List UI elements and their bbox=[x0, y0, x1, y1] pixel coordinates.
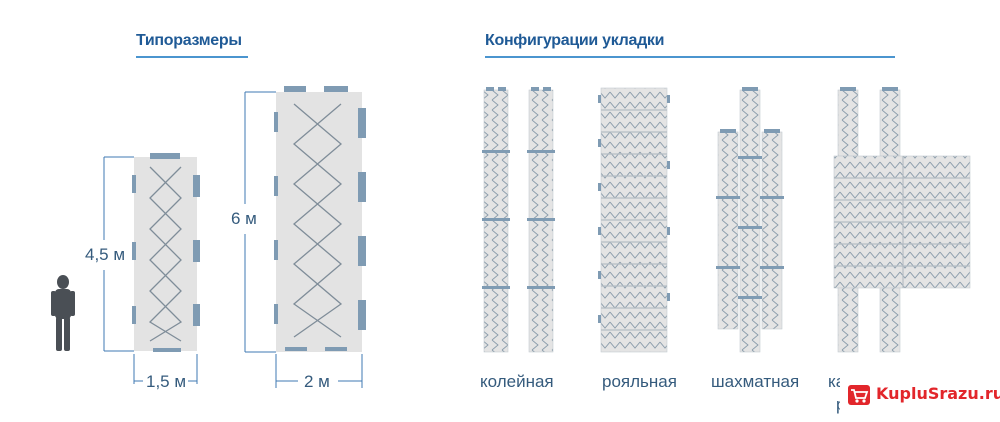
large-mat bbox=[274, 86, 366, 352]
cart-icon bbox=[848, 385, 870, 405]
config-combined-layout bbox=[833, 87, 971, 353]
config-piano-layout bbox=[598, 87, 670, 353]
small-mat-height-label: 4,5 м bbox=[85, 245, 126, 264]
sizes-title-underline bbox=[136, 56, 248, 58]
large-mat-dimension-lines bbox=[244, 91, 363, 388]
small-mat-width-label: 1,5 м bbox=[146, 372, 187, 391]
configs-title-underline bbox=[485, 56, 895, 58]
large-mat-height-label: 6 м bbox=[231, 209, 257, 228]
large-mat-width-label: 2 м bbox=[304, 372, 330, 391]
small-mat bbox=[132, 153, 200, 352]
sizes-title: Типоразмеры bbox=[136, 32, 242, 49]
config-checkerboard-layout bbox=[716, 87, 784, 353]
configs-title: Конфигурации укладки bbox=[485, 32, 665, 49]
watermark-text: KupluSrazu.ru bbox=[876, 384, 1000, 403]
config-track-label: колейная bbox=[480, 372, 554, 391]
config-track-layout bbox=[482, 87, 555, 353]
small-mat-dimension-lines bbox=[103, 156, 198, 384]
config-checkerboard-label: шахматная bbox=[711, 372, 800, 391]
person-silhouette-icon bbox=[51, 275, 75, 351]
config-piano-label: рояльная bbox=[602, 372, 677, 391]
